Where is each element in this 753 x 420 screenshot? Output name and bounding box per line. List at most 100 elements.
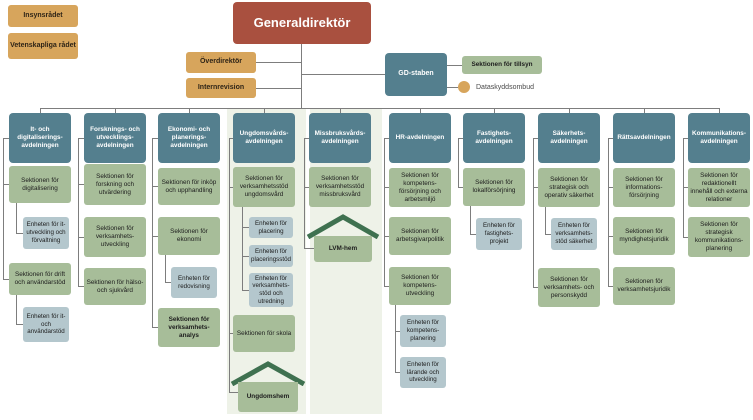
node-label: Forsknings- och utvecklings-avdelningen: [90, 126, 140, 149]
node-label: Enheten för verksamhets-stöd säkerhet: [555, 222, 593, 245]
section-box: Sektionen för skola: [233, 315, 295, 352]
connector-line: [16, 324, 23, 325]
connector-line: [420, 108, 421, 113]
connector-line: [3, 138, 4, 279]
section-box: Sektionen för verksamhets- och personsky…: [538, 268, 600, 307]
node-vetenskapliga-radet: Vetenskapliga rådet: [8, 33, 78, 59]
node-label: Sektionen för verksamhetsstöd ungdomsvår…: [239, 175, 289, 198]
node-label: Enheten för verksamhets-stöd och utredni…: [252, 274, 290, 305]
connector-line: [608, 138, 609, 286]
connector-line: [533, 138, 538, 139]
dataskyddsombud-label: Dataskyddsombud: [476, 84, 534, 91]
node-label: Vetenskapliga rådet: [10, 41, 76, 49]
connector-line: [304, 138, 305, 248]
connector-line: [340, 108, 341, 113]
dept-box: HR-avdelningen: [389, 113, 451, 163]
node-ungdomshem: Ungdomshem: [238, 382, 298, 412]
connector-line: [3, 184, 9, 185]
section-box: Sektionen för digitalisering: [9, 166, 71, 203]
node-label: Sektionen för informations-försörjning: [625, 175, 663, 199]
connector-line: [78, 138, 79, 286]
section-box: Sektionen för inköp och upphandling: [158, 168, 220, 205]
section-box: Sektionen för drift och användarstöd: [9, 263, 71, 295]
node-label: Överdirektör: [199, 58, 243, 66]
connector-line: [229, 138, 233, 139]
dept-box: Fastighets-avdelningen: [463, 113, 525, 163]
node-label: Sektionen för forskning och utvärdering: [95, 172, 134, 196]
connector-line: [458, 187, 463, 188]
connector-line: [304, 248, 314, 249]
section-box: Sektionen för myndighetsjuridik: [613, 217, 675, 255]
node-label: Sektionen för skola: [236, 329, 292, 337]
node-label: Sektionen för tillsyn: [471, 61, 533, 68]
node-label: Sektionen för inköp och upphandling: [161, 178, 217, 194]
connector-line: [40, 108, 719, 109]
dept-box: Kommunikations-avdelningen: [688, 113, 750, 163]
node-label: Kommunikations-avdelningen: [692, 130, 746, 145]
node-label: Sektionen för ekonomi: [170, 228, 208, 243]
node-sektionen-tillsyn: Sektionen för tillsyn: [462, 56, 542, 74]
section-box: Sektionen för hälso- och sjukvård: [84, 268, 146, 305]
connector-line: [533, 287, 538, 288]
connector-line: [78, 237, 84, 238]
connector-line: [229, 138, 230, 392]
connector-line: [458, 138, 459, 187]
node-label: Enheten för placering: [255, 219, 287, 235]
connector-line: [242, 290, 249, 291]
unit-box: Enheten för lärande och utveckling: [400, 357, 446, 388]
node-insynsradet: Insynsrådet: [8, 5, 78, 27]
node-generaldirektor: Generaldirektör: [233, 2, 371, 44]
house-roof-icon: [306, 214, 380, 239]
unit-box: Enheten för it- och användarstöd: [23, 307, 69, 342]
connector-line: [608, 138, 613, 139]
node-label: Sektionen för hälso- och sjukvård: [86, 278, 144, 294]
unit-box: Enheten för placering: [249, 217, 293, 238]
unit-box: Enheten för fastighets-projekt: [476, 218, 522, 250]
node-label: HR-avdelningen: [395, 134, 445, 141]
connector-line: [256, 62, 301, 63]
connector-line: [242, 256, 249, 257]
node-gd-staben: GD-staben: [385, 53, 447, 96]
connector-line: [608, 187, 613, 188]
section-box: Sektionen för ekonomi: [158, 217, 220, 255]
node-lvm-hem: LVM-hem: [314, 236, 372, 262]
dept-box: Ekonomi- och planerings-avdelningen: [158, 113, 220, 163]
section-box: Sektionen för redaktionellt innehåll och…: [688, 168, 750, 207]
connector-line: [470, 234, 476, 235]
connector-line: [533, 187, 538, 188]
node-label: Enheten för placeringsstöd: [251, 248, 291, 263]
connector-line: [264, 108, 265, 113]
node-label: Sektionen för lokalförsörjning: [472, 179, 516, 194]
connector-line: [384, 236, 389, 237]
dept-box: Ungdomsvårds-avdelningen: [233, 113, 295, 163]
connector-line: [189, 108, 190, 113]
dept-box: Missbruksvårds-avdelningen: [309, 113, 371, 163]
connector-line: [40, 108, 41, 113]
connector-line: [608, 286, 613, 287]
dept-box: It- och digitaliserings-avdelningen: [9, 113, 71, 163]
house-roof-icon: [230, 361, 306, 386]
node-label: Sektionen för strategisk kommunikations-…: [694, 221, 744, 252]
connector-line: [152, 327, 158, 328]
connector-line: [165, 282, 171, 283]
node-label: Enheten för lärande och utveckling: [406, 360, 440, 384]
connector-line: [78, 138, 84, 139]
connector-line: [384, 138, 385, 286]
connector-line: [165, 255, 166, 282]
node-label: Säkerhets-avdelningen: [550, 130, 588, 145]
node-label: Enheten för redovisning: [178, 274, 210, 290]
connector-line: [301, 74, 385, 75]
node-label: Sektionen för verksamhets-utveckling: [95, 225, 135, 248]
connector-line: [78, 184, 84, 185]
node-label: Internrevision: [197, 83, 245, 91]
node-label: Missbruksvårds-avdelningen: [314, 130, 366, 145]
unit-box: Enheten för kompetens-planering: [400, 315, 446, 347]
connector-line: [384, 187, 389, 188]
section-box: Sektionen för lokalförsörjning: [463, 168, 525, 206]
connector-line: [16, 203, 17, 233]
connector-line: [384, 138, 389, 139]
section-box: Sektionen för strategisk och operativ sä…: [538, 168, 600, 207]
unit-box: Enheten för verksamhets-stöd säkerhet: [551, 218, 597, 250]
node-overdirektor: Överdirektör: [186, 52, 256, 73]
connector-line: [304, 138, 309, 139]
